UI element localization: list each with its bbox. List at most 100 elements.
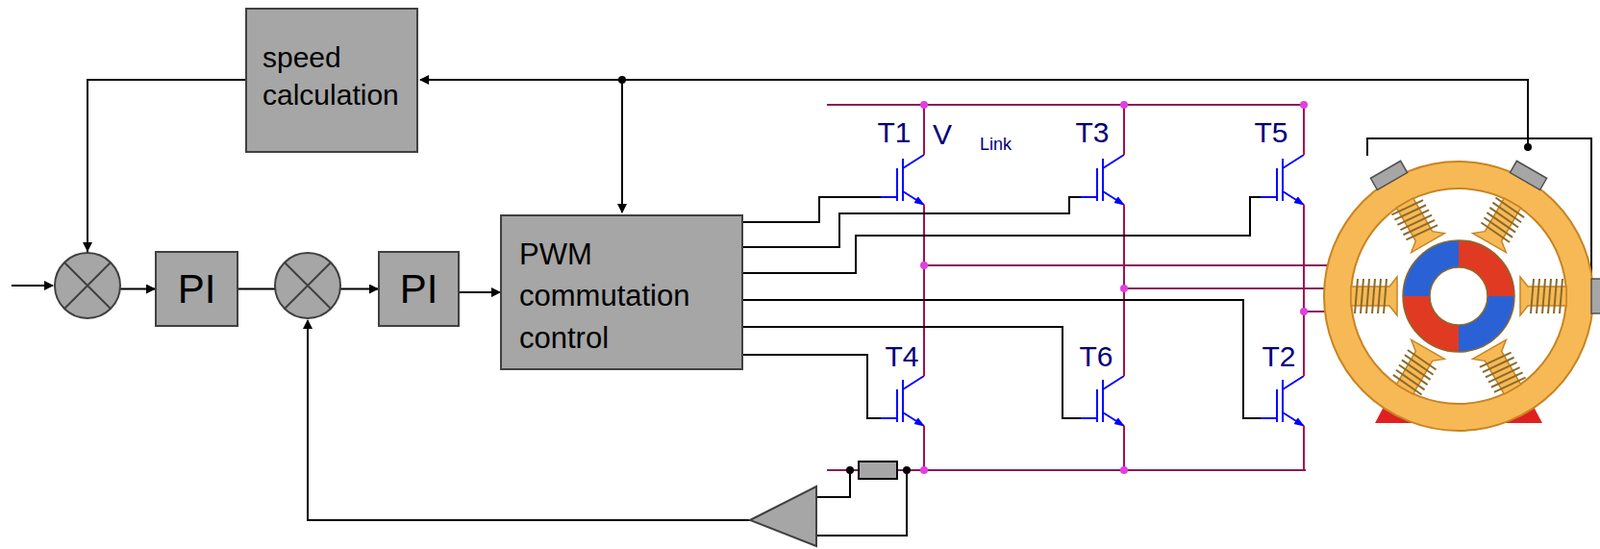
igbt-symbol xyxy=(1080,375,1125,423)
hall-sensor xyxy=(1591,278,1600,314)
node-text: speed calculation xyxy=(262,38,409,114)
node-dot xyxy=(1300,100,1308,109)
voltage-label: Link xyxy=(979,135,1012,153)
stator-pole xyxy=(1388,339,1446,400)
stator-pole xyxy=(1473,339,1530,400)
node-dot xyxy=(920,100,928,109)
coil-winding xyxy=(1383,278,1387,314)
node-dot xyxy=(1300,307,1308,316)
coil-winding xyxy=(1377,278,1381,314)
drawing-stroke xyxy=(1473,193,1530,253)
igbt-terminal xyxy=(1123,374,1125,428)
drawing-stroke xyxy=(1350,276,1398,316)
igbt-terminal xyxy=(923,152,925,207)
node-text: PI xyxy=(177,269,217,310)
coil-winding xyxy=(1548,278,1551,314)
controller-box: PI xyxy=(377,250,460,327)
transistor-label: T3 xyxy=(1075,118,1109,148)
igbt-emitter xyxy=(1282,191,1304,205)
coil-winding xyxy=(1536,278,1540,314)
transistor-label: T4 xyxy=(884,342,919,372)
rotor-outline xyxy=(1402,240,1515,352)
coil-winding xyxy=(1405,222,1438,243)
feedback-arrow xyxy=(86,79,89,251)
igbt-terminal xyxy=(1302,374,1305,428)
coil-winding xyxy=(1372,278,1375,314)
stator-pole xyxy=(1520,276,1567,316)
coil-winding xyxy=(1405,350,1438,371)
gate-wire xyxy=(743,326,1081,419)
gate-wire xyxy=(743,300,1261,419)
coil-winding xyxy=(1553,278,1557,314)
drawing-stroke xyxy=(1370,160,1407,190)
stator-pole xyxy=(1473,193,1530,253)
shunt-sense-wire xyxy=(816,470,907,536)
igbt-symbol xyxy=(880,375,925,423)
stator-pole xyxy=(1388,193,1446,253)
igbt-emitter xyxy=(902,191,925,205)
drawing-stroke xyxy=(1388,339,1446,400)
hall-to-pwm-line xyxy=(621,79,624,213)
node-text: PWM commutation control xyxy=(519,233,732,359)
gate-wires xyxy=(730,197,1261,419)
transistor-label: T2 xyxy=(1261,342,1296,372)
drawing-stroke xyxy=(1509,160,1547,190)
transistor-label: T1 xyxy=(876,118,911,148)
coil-winding xyxy=(1559,278,1563,314)
igbt-emitter xyxy=(1282,412,1304,426)
dc-link-negative-rail xyxy=(826,469,1306,472)
gate-wire xyxy=(743,197,1261,274)
transistor-label: T5 xyxy=(1253,118,1288,148)
rotor-shaft xyxy=(1429,267,1488,325)
hall-sensor xyxy=(1509,160,1547,190)
gate-wire xyxy=(743,197,881,223)
igbt-terminal xyxy=(1123,152,1125,207)
node-dot xyxy=(1120,466,1128,475)
node-dot xyxy=(920,466,928,475)
gate-wire xyxy=(743,354,881,419)
voltage-label: V xyxy=(932,120,952,150)
controller-box: PI xyxy=(154,250,239,327)
stator-bore xyxy=(1350,188,1567,404)
transistor-label: T6 xyxy=(1078,342,1113,372)
gate-wire xyxy=(743,197,1081,248)
dc-link-positive-rail xyxy=(826,103,1306,106)
coil-winding xyxy=(1479,350,1512,371)
igbt-symbol xyxy=(1260,375,1304,423)
phase-wire xyxy=(924,265,1329,312)
igbt-symbol xyxy=(1260,154,1304,201)
shunt-resistor xyxy=(858,461,898,479)
bldc-motor xyxy=(1324,160,1600,431)
coil-winding xyxy=(1542,278,1546,314)
control-box: PWM commutation control xyxy=(500,214,744,371)
node-dot xyxy=(1120,284,1128,293)
drawing-stroke xyxy=(1520,276,1567,316)
junction-dot xyxy=(1524,143,1532,151)
node-text: PI xyxy=(400,269,439,310)
amplifier-symbol xyxy=(750,486,817,547)
bridge-leg xyxy=(1302,104,1305,471)
stator-pole xyxy=(1350,276,1398,316)
coil-winding xyxy=(1366,278,1370,314)
hall-sensor xyxy=(1370,160,1407,190)
node-dot xyxy=(1120,100,1128,109)
igbt-terminal xyxy=(923,374,925,428)
input-line xyxy=(11,284,53,287)
coil-winding xyxy=(1530,278,1534,314)
igbt-symbol xyxy=(880,154,925,201)
hall-feedback-line xyxy=(420,79,1528,148)
coil-winding xyxy=(1479,222,1512,243)
bridge-leg xyxy=(923,104,925,471)
signal-connector xyxy=(459,291,500,294)
summing-junction xyxy=(54,252,121,319)
drawing-stroke xyxy=(1473,339,1530,400)
igbt-symbol xyxy=(1080,154,1125,201)
coil-winding xyxy=(1354,278,1358,314)
summing-junction xyxy=(275,252,341,319)
calculation-box: speed calculation xyxy=(245,7,419,153)
drawing-stroke xyxy=(1591,278,1600,314)
motor-housing xyxy=(1324,161,1594,431)
igbt-emitter xyxy=(1102,412,1125,426)
coil-winding xyxy=(1360,278,1364,314)
